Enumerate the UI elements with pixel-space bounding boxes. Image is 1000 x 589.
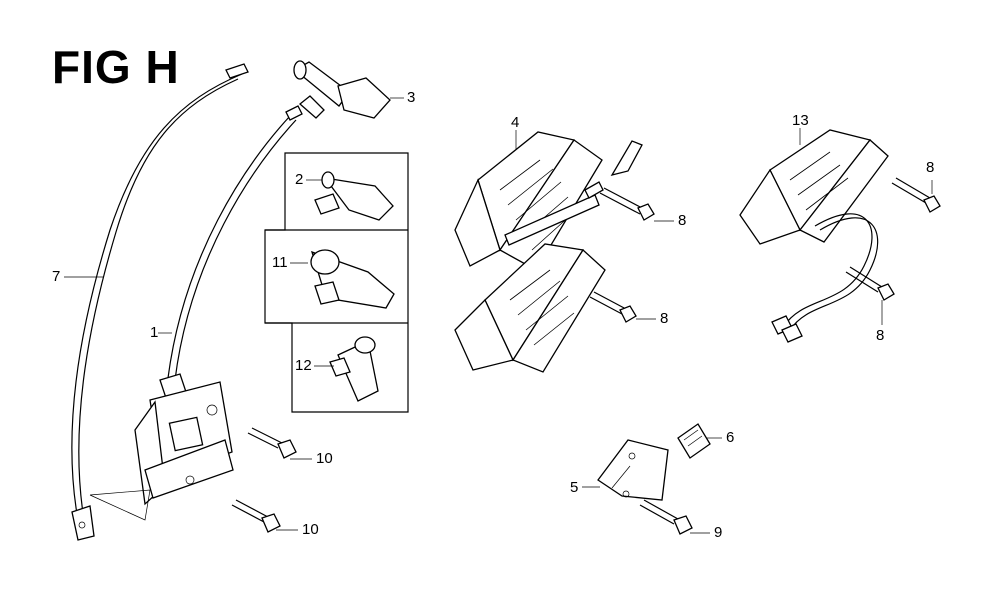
callout-3: 3: [407, 89, 416, 106]
plug-cap-part-12: [329, 336, 379, 402]
figure-title: FIG H: [52, 41, 180, 93]
callout-4: 4: [511, 114, 520, 131]
callout-8-charge-coil-lower: 8: [876, 327, 885, 344]
grommet-part-6: [677, 423, 711, 459]
bracket-part-5: [597, 439, 669, 501]
bolt-part-8b: [589, 291, 637, 323]
leader-lines: [64, 97, 933, 534]
callout-8-upper-coil: 8: [678, 212, 687, 229]
callout-2: 2: [295, 171, 304, 188]
callout-10-lower: 10: [302, 521, 319, 538]
inset-box: [264, 152, 409, 413]
bolt-part-8d: [845, 266, 895, 301]
callout-1: 1: [150, 324, 159, 341]
plug-cap-part-3: [293, 60, 391, 119]
callout-11: 11: [272, 254, 288, 271]
ground-wire-part-7: [71, 63, 249, 541]
coil-lower: [454, 243, 606, 373]
callout-8-charge-coil-upper: 8: [926, 159, 935, 176]
callout-6: 6: [726, 429, 735, 446]
callout-9: 9: [714, 524, 723, 541]
coil-part-4: [454, 131, 604, 271]
callout-13: 13: [792, 112, 809, 129]
bolt-part-9: [639, 499, 693, 535]
callout-12: 12: [295, 357, 312, 374]
callout-5: 5: [570, 479, 579, 496]
bolt-part-8c: [891, 177, 941, 213]
callout-7: 7: [52, 268, 61, 285]
callout-10-upper: 10: [316, 450, 333, 467]
charge-coil-part-13: [739, 129, 889, 343]
ignition-coil-part-1: [89, 105, 303, 521]
bolt-part-10a: [247, 427, 297, 459]
callout-8-lower-coil: 8: [660, 310, 669, 327]
plug-cap-part-11: [310, 249, 395, 309]
bolt-part-10b: [231, 499, 281, 533]
bolt-part-8a: [599, 140, 655, 221]
plug-cap-part-2: [314, 171, 394, 221]
